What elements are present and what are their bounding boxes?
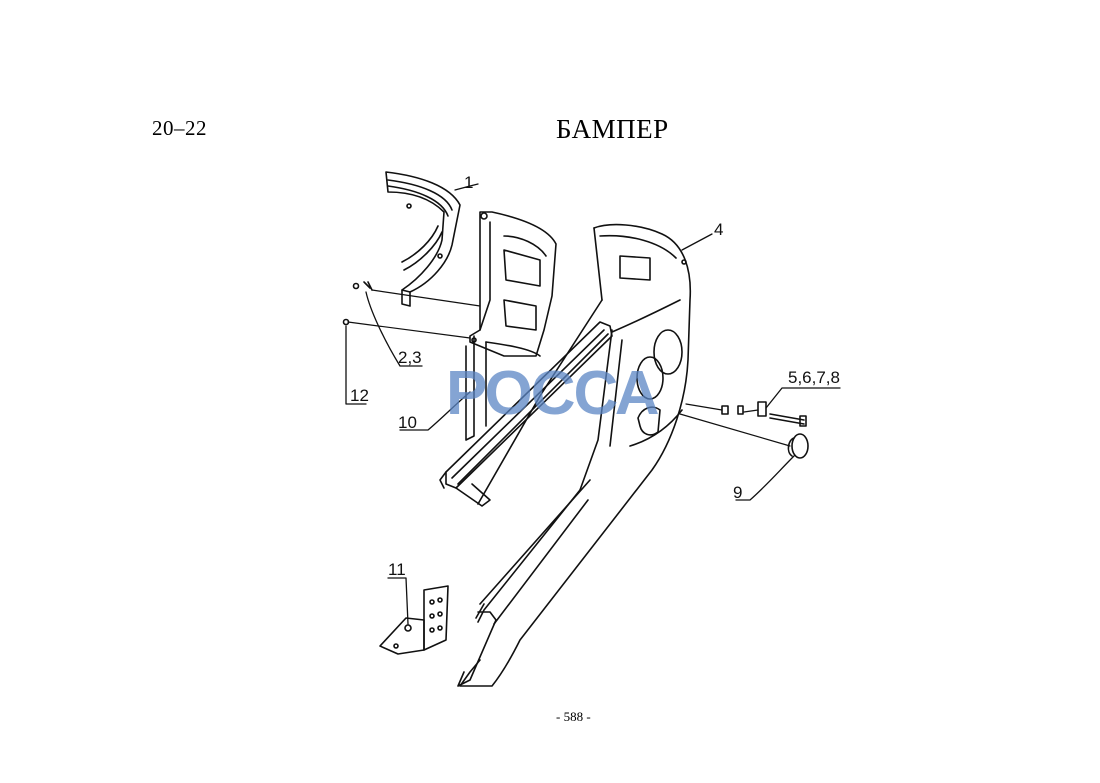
part-10-bracket bbox=[465, 211, 557, 441]
callout-5-6-7-8: 5,6,7,8 bbox=[788, 368, 840, 387]
bumper-channel-beam bbox=[439, 321, 613, 687]
callout-9: 9 bbox=[733, 483, 742, 502]
part-4-bumper-body bbox=[459, 223, 692, 687]
callout-10: 10 bbox=[398, 413, 417, 432]
part-5-8-fastener-set bbox=[721, 401, 807, 427]
assembly-lines bbox=[347, 289, 791, 447]
section-number: 20–22 bbox=[152, 116, 207, 140]
callout-2-3: 2,3 bbox=[398, 348, 422, 367]
callout-1: 1 bbox=[464, 173, 473, 192]
callout-4: 4 bbox=[714, 220, 723, 239]
part-1-side-trim bbox=[385, 171, 461, 307]
part-9-round-cap bbox=[787, 433, 809, 459]
watermark-logo: РОССА bbox=[446, 359, 659, 428]
part-2-3-fasteners bbox=[352, 281, 373, 291]
callout-11: 11 bbox=[388, 560, 406, 579]
part-11-mounting-plate bbox=[379, 585, 449, 655]
callout-12: 12 bbox=[350, 386, 369, 405]
page-title: БАМПЕР bbox=[556, 114, 669, 144]
callout-labels: 1 2,3 4 5,6,7,8 9 10 11 12 bbox=[350, 173, 840, 579]
leader-lines bbox=[345, 183, 841, 625]
page-number: - 588 - bbox=[556, 709, 591, 724]
